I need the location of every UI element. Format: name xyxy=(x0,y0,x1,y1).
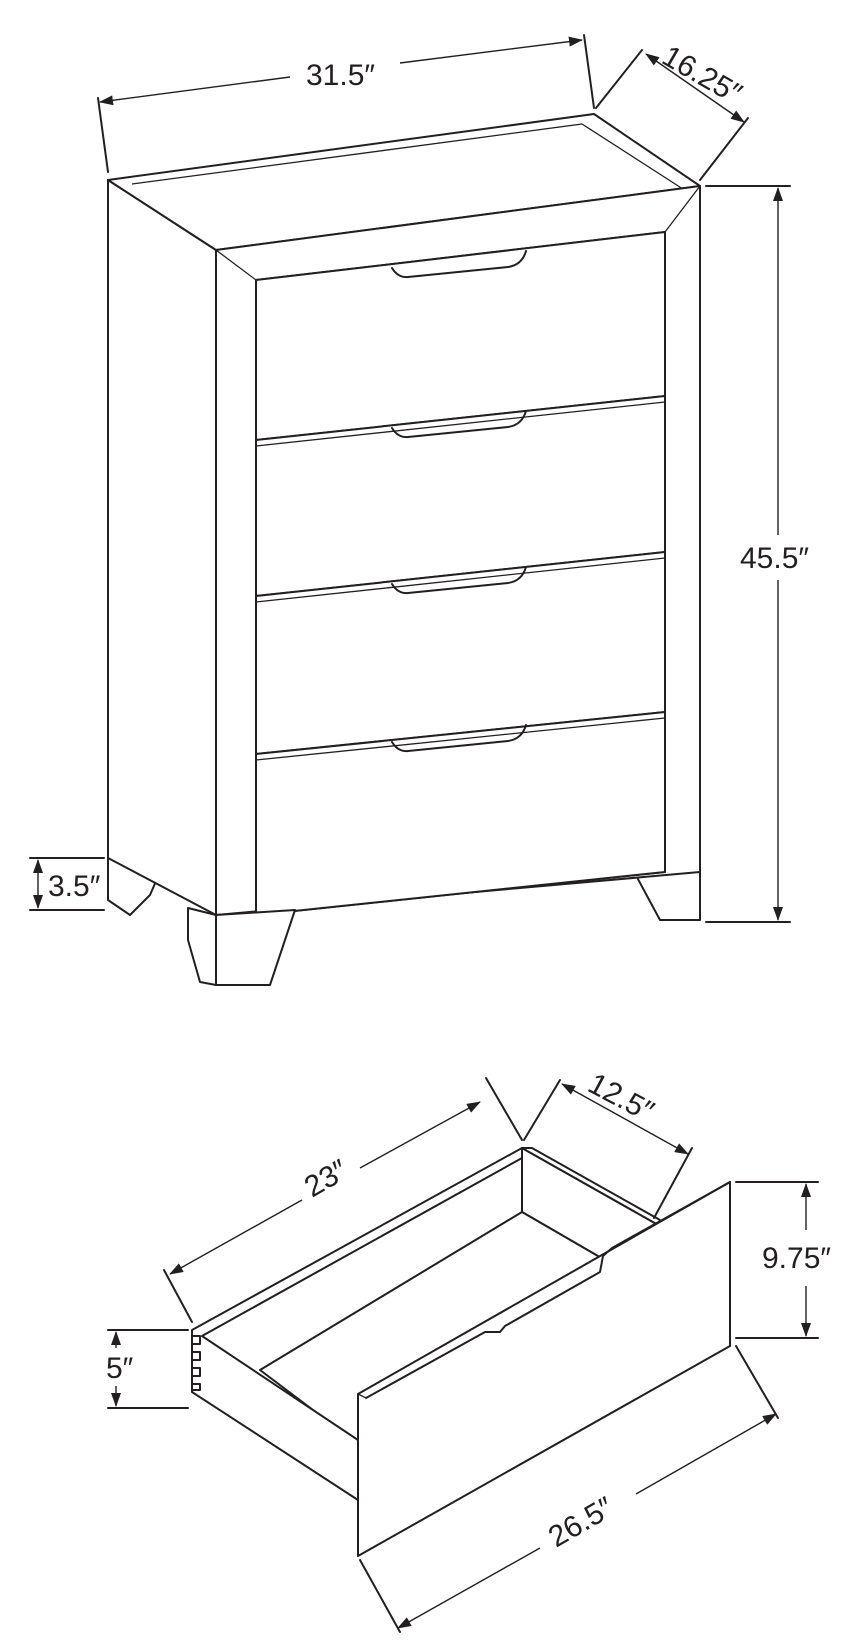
drawer-left-side xyxy=(191,1147,523,1501)
chest-dimensions: 31.5″ 16.25″ 45.5″ 3.5″ xyxy=(29,34,809,923)
dovetail-joints xyxy=(191,1335,201,1391)
drawer-handle-2 xyxy=(391,410,527,439)
chest-depth-label: 16.25″ xyxy=(657,39,748,111)
width-dimension-line xyxy=(99,76,291,106)
drawer-width-dimension-line xyxy=(561,1083,689,1155)
drawer-handle-4 xyxy=(391,724,527,753)
drawer-front-height-label: 9.75″ xyxy=(762,1242,831,1275)
depth-dimension-line xyxy=(645,53,745,123)
drawer-side-height-label: 5″ xyxy=(106,1352,134,1385)
drawer-right-side xyxy=(521,1147,661,1227)
drawer-handle-3 xyxy=(391,566,527,595)
drawer-depth-label: 23″ xyxy=(299,1153,354,1204)
drawer-front-width-label: 26.5″ xyxy=(543,1491,620,1554)
drawer-width-label: 12.5″ xyxy=(583,1067,660,1129)
drawer-depth-dimension-line xyxy=(169,1199,303,1275)
leg-height-label: 3.5″ xyxy=(48,870,101,903)
drawer-front-4 xyxy=(255,711,666,916)
chest-of-drawers xyxy=(107,113,701,986)
drawer-handle-1 xyxy=(391,250,527,279)
front-left-leg xyxy=(187,907,217,986)
front-left-leg-face xyxy=(215,909,296,986)
chest-height-label: 45.5″ xyxy=(740,542,809,575)
drawer-handle-cutout xyxy=(365,1181,731,1399)
drawer-front-width-dimension-line xyxy=(397,1547,541,1629)
chest-width-label: 31.5″ xyxy=(306,59,375,92)
drawer-detail xyxy=(191,1147,731,1557)
side-panel xyxy=(107,179,217,916)
